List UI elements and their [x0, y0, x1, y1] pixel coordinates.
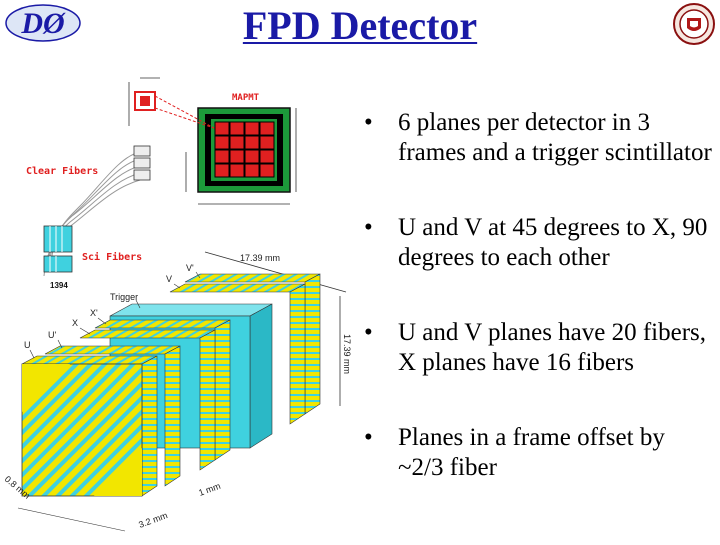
bullet-dot: •	[364, 319, 373, 346]
plane-x	[79, 329, 216, 471]
bullet-item: • U and V planes have 20 fibers, X planes…	[364, 318, 714, 377]
bullet-dot: •	[364, 424, 373, 451]
d0-logo: DØ	[4, 2, 82, 44]
plane-label-leaders	[29, 271, 201, 359]
sci-fiber-connectors	[43, 225, 73, 273]
plane-u-prime	[44, 345, 181, 487]
bullet-dot: •	[364, 109, 373, 136]
plane-v-prime	[184, 273, 321, 415]
bullet-item: • U and V at 45 degrees to X, 90 degrees …	[364, 213, 714, 272]
label-v-prime: V'	[186, 263, 194, 273]
plane-u	[21, 355, 158, 497]
slide-title-text: FPD Detector	[242, 3, 478, 48]
bullet-list: • 6 planes per detector in 3 frames and a…	[364, 108, 714, 482]
clear-fibers-label: Clear Fibers	[26, 165, 98, 177]
dim-line-top	[204, 251, 347, 293]
dim-side-label: 17.39 mm	[342, 334, 352, 374]
bullet-dot: •	[364, 214, 373, 241]
plane-v	[169, 283, 306, 425]
sci-fibers-label: Sci Fibers	[82, 251, 142, 263]
dim-32mm-label: 3.2 mm	[137, 510, 169, 530]
university-seal-icon	[672, 2, 716, 46]
fiber-connector-stack	[133, 145, 151, 181]
mapmt-label: MAPMT	[232, 93, 260, 103]
bullet-text: U and V planes have 20 fibers, X planes …	[398, 319, 707, 376]
plane-x-prime	[94, 319, 231, 461]
bullet-text: 6 planes per detector in 3 frames and a …	[398, 109, 712, 166]
label-x: X	[72, 318, 78, 328]
slide-title: FPD Detector	[0, 2, 720, 49]
mapmt-module: MAPMT	[185, 93, 297, 205]
fpd-detector-diagram: MAPMT Clear Fibers	[0, 56, 360, 545]
bullet-item: • 6 planes per detector in 3 frames and a…	[364, 108, 714, 167]
bullet-item: • Planes in a frame offset by ~2/3 fiber	[364, 423, 714, 482]
label-trigger: Trigger	[110, 292, 138, 302]
label-u: U	[24, 340, 31, 350]
dim-line-bottom	[17, 507, 126, 532]
bullet-text: U and V at 45 degrees to X, 90 degrees t…	[398, 214, 708, 271]
pixel-zoom-detail	[128, 77, 215, 129]
dim-top-label: 17.39 mm	[240, 253, 280, 263]
label-v: V	[166, 274, 172, 284]
label-x-prime: X'	[90, 308, 98, 318]
dim-1mm-label: 1 mm	[197, 481, 222, 498]
label-u-prime: U'	[48, 330, 56, 340]
d0-logo-text: DØ	[20, 7, 66, 40]
label-1394: 1394	[50, 281, 68, 290]
bullet-text: Planes in a frame offset by ~2/3 fiber	[398, 424, 665, 481]
